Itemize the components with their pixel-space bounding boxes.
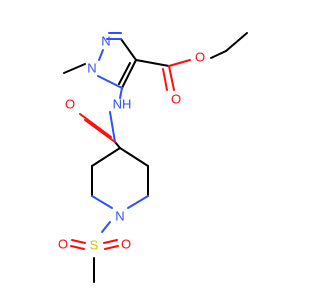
heteroatom-bonds	[70, 32, 191, 250]
atom-n2: N	[101, 34, 110, 49]
atom-o-sulfonyl-left: O	[58, 237, 68, 252]
bond-s-o-right	[103, 239, 118, 244]
bond-c5-nh	[119, 87, 123, 99]
bond-n1-n2	[98, 49, 104, 61]
bond-pip-c6-n	[91, 195, 113, 209]
bond-s-o-left-double	[70, 245, 85, 250]
atom-o-amide: O	[65, 97, 75, 112]
bond-c4-c5-double	[118, 62, 131, 85]
atom-n-piperidine: N	[115, 209, 124, 224]
chemical-structure-diagram: N N O O NH O N S O O	[58, 32, 248, 283]
atom-labels: N N O O NH O N S O O	[58, 34, 205, 253]
bond-ch2-ch3	[225, 32, 248, 52]
bond-amide-c-o	[84, 119, 116, 143]
bond-amide-c-ring	[114, 141, 121, 149]
bond-s-o-right-double	[104, 245, 119, 250]
bond-nh-amide-c	[109, 111, 116, 143]
atom-o-ester-carbonyl: O	[171, 92, 181, 107]
atom-s-sulfonyl: S	[90, 238, 99, 253]
bond-ester-c-o-single	[168, 59, 191, 67]
bond-c4-c5	[121, 59, 137, 89]
bond-methyl-n1	[63, 63, 86, 74]
bond-n-s	[101, 221, 111, 233]
atom-n1: N	[87, 61, 96, 76]
bond-pip-c4-c3	[119, 147, 149, 167]
bond-ester-c-o-double	[168, 65, 175, 91]
bond-amide-c-o-double	[79, 113, 112, 138]
atom-o-sulfonyl-right: O	[121, 237, 131, 252]
atom-o-ester-ether: O	[195, 50, 205, 65]
bond-pip-c4-c5	[91, 147, 121, 167]
bond-n1-c5	[97, 75, 123, 89]
bond-s-o-left	[71, 239, 86, 244]
bond-o-ch2-c	[210, 50, 227, 59]
atom-nh-amide: NH	[113, 97, 132, 112]
structure-canvas: N N O O NH O N S O O	[58, 32, 248, 283]
bond-c4-ester-c	[135, 59, 170, 67]
bond-c3-c4	[120, 38, 137, 61]
carbon-bonds	[63, 32, 248, 283]
bond-pip-c2-n	[127, 195, 149, 209]
bond-ester-c-o-double-2	[162, 68, 168, 91]
